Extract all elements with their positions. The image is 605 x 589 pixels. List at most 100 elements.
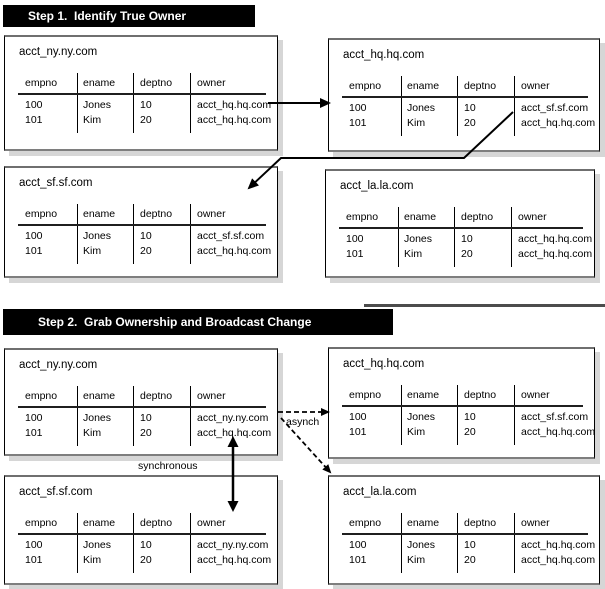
column-header-deptno: deptno (464, 389, 497, 401)
table-step2-acct-sf: acct_sf.sf.com empno ename deptno owner … (4, 475, 278, 585)
cell-deptno: 20 (140, 554, 152, 566)
cell-owner: acct_hq.hq.com (197, 245, 272, 257)
step2-header-label: Step 2. Grab Ownership and Broadcast Cha… (38, 315, 312, 329)
header-underline (18, 224, 266, 226)
table-title: acct_sf.sf.com (19, 177, 93, 189)
cell-ename: Jones (407, 102, 436, 114)
table-title: acct_hq.hq.com (343, 49, 425, 61)
cell-empno: 100 (346, 233, 364, 245)
cell-empno: 100 (349, 411, 367, 423)
table-step1-acct-la: acct_la.la.com empno ename deptno owner … (325, 169, 595, 278)
column-divider (511, 207, 512, 267)
column-header-deptno: deptno (464, 517, 497, 529)
column-header-owner: owner (521, 389, 550, 401)
cell-deptno: 10 (464, 102, 476, 114)
cell-empno: 100 (349, 539, 367, 551)
cell-ename: Kim (404, 248, 423, 260)
column-divider (514, 385, 515, 445)
column-header-deptno: deptno (464, 80, 497, 92)
column-header-empno: empno (349, 389, 382, 401)
cell-empno: 101 (349, 554, 367, 566)
step1-header-label: Step 1. Identify True Owner (28, 9, 187, 23)
header-underline (18, 406, 266, 408)
cell-owner: acct_hq.hq.com (197, 114, 272, 126)
table-title: acct_hq.hq.com (343, 358, 425, 370)
cell-ename: Kim (83, 554, 102, 566)
column-divider (77, 386, 78, 446)
cell-deptno: 20 (464, 426, 476, 438)
table-step2-acct-ny: acct_ny.ny.com empno ename deptno owner … (4, 348, 278, 456)
column-divider (133, 513, 134, 573)
column-header-deptno: deptno (461, 211, 494, 223)
cell-empno: 100 (349, 102, 367, 114)
column-header-empno: empno (25, 208, 58, 220)
cell-deptno: 10 (140, 412, 152, 424)
cell-deptno: 20 (464, 117, 476, 129)
column-header-ename: ename (83, 390, 116, 402)
cell-empno: 101 (25, 554, 43, 566)
column-header-empno: empno (349, 517, 382, 529)
column-divider (190, 513, 191, 573)
column-header-empno: empno (25, 390, 58, 402)
column-header-owner: owner (197, 517, 226, 529)
cell-owner: acct_sf.sf.com (521, 102, 589, 114)
cell-deptno: 10 (140, 99, 152, 111)
column-divider (133, 204, 134, 264)
column-divider (514, 76, 515, 136)
cell-deptno: 10 (140, 230, 152, 242)
cell-empno: 101 (346, 248, 364, 260)
cell-empno: 100 (25, 99, 43, 111)
column-header-empno: empno (25, 517, 58, 529)
cell-ename: Kim (407, 426, 426, 438)
column-divider (454, 207, 455, 267)
cell-empno: 101 (349, 426, 367, 438)
column-header-deptno: deptno (140, 390, 173, 402)
cell-owner: acct_hq.hq.com (521, 539, 596, 551)
cell-owner: acct_hq.hq.com (197, 427, 272, 439)
column-header-owner: owner (197, 390, 226, 402)
column-divider (457, 513, 458, 573)
table-step2-acct-la: acct_la.la.com empno ename deptno owner … (328, 475, 600, 585)
cell-deptno: 20 (461, 248, 473, 260)
table-step1-acct-ny: acct_ny.ny.com empno ename deptno owner … (4, 35, 278, 151)
table-step1-acct-hq: acct_hq.hq.com empno ename deptno owner … (328, 38, 600, 152)
cell-empno: 100 (25, 412, 43, 424)
column-header-deptno: deptno (140, 517, 173, 529)
cell-ename: Jones (83, 99, 112, 111)
column-divider (77, 513, 78, 573)
cell-deptno: 10 (464, 411, 476, 423)
column-divider (190, 204, 191, 264)
cell-deptno: 20 (140, 427, 152, 439)
table-title: acct_ny.ny.com (19, 46, 98, 58)
column-divider (77, 204, 78, 264)
cell-owner: acct_hq.hq.com (521, 426, 596, 438)
column-header-empno: empno (349, 80, 382, 92)
section-divider-line (364, 304, 605, 307)
column-divider (401, 385, 402, 445)
header-underline (342, 405, 583, 407)
cell-deptno: 10 (464, 539, 476, 551)
cell-ename: Jones (83, 230, 112, 242)
column-divider (401, 76, 402, 136)
column-divider (190, 386, 191, 446)
step1-header-bar: Step 1. Identify True Owner (3, 5, 255, 27)
column-divider (133, 73, 134, 133)
cell-owner: acct_ny.ny.com (197, 412, 269, 424)
cell-empno: 101 (349, 117, 367, 129)
cell-ename: Jones (83, 539, 112, 551)
column-header-empno: empno (25, 77, 58, 89)
table-title: acct_ny.ny.com (19, 359, 98, 371)
cell-ename: Kim (83, 114, 102, 126)
cell-owner: acct_hq.hq.com (521, 554, 596, 566)
cell-deptno: 10 (140, 539, 152, 551)
cell-ename: Kim (83, 245, 102, 257)
column-divider (398, 207, 399, 267)
column-divider (190, 73, 191, 133)
cell-owner: acct_hq.hq.com (197, 99, 272, 111)
cell-owner: acct_ny.ny.com (197, 539, 269, 551)
cell-ename: Kim (407, 117, 426, 129)
table-title: acct_sf.sf.com (19, 486, 93, 498)
table-title: acct_la.la.com (340, 180, 414, 192)
column-divider (457, 76, 458, 136)
